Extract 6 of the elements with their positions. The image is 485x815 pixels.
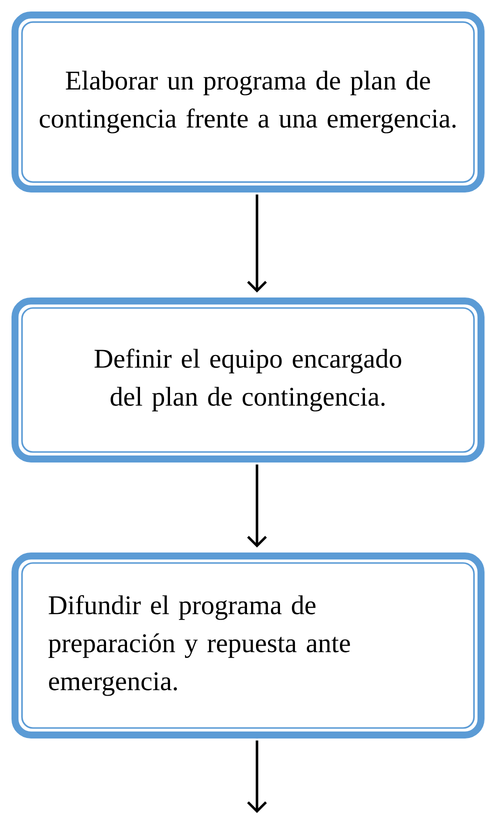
arrow [247,194,267,293]
arrow [247,740,267,813]
process-box: Definir el equipo encargado del plan de contingencia. [12,298,484,462]
process-box: Elaborar un programa de plan de contingencia frente a una emergencia. [12,12,484,192]
arrow [247,464,267,548]
process-box: Difundir el programa de preparación y repuesta ante emergencia. [12,552,484,738]
